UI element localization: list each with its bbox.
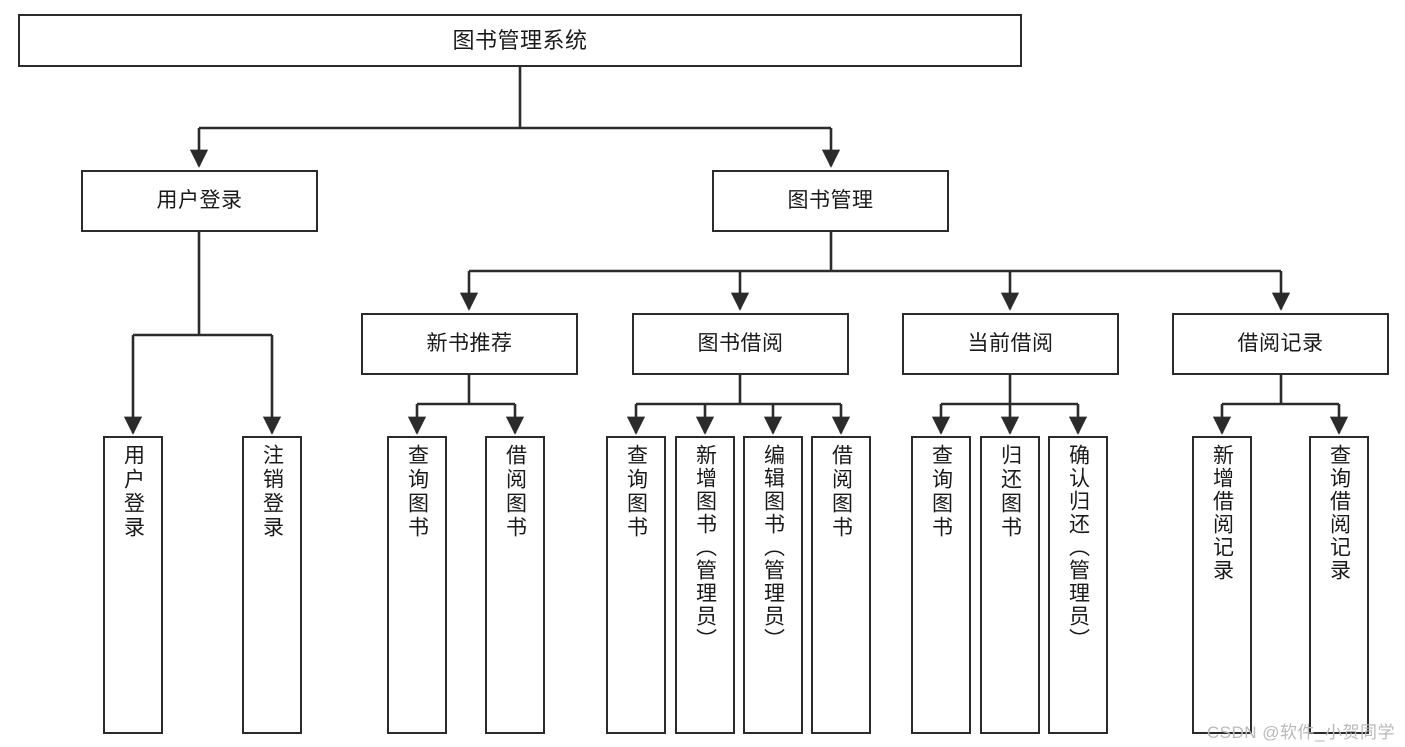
node-leaf-add-borrow-record[interactable]: 新增借阅记录 [1192, 436, 1252, 734]
node-label: 图书借阅 [697, 331, 784, 355]
node-leaf-logout[interactable]: 注销登录 [242, 436, 302, 734]
node-label: 用户登录 [121, 444, 145, 540]
node-label: 图书管理 [787, 188, 874, 212]
node-book-management-system[interactable]: 图书管理系统 [18, 14, 1022, 67]
node-label: 查询图书 [929, 444, 953, 540]
node-label: 归还图书 [998, 444, 1022, 540]
node-leaf-borrow-books[interactable]: 借阅图书 [811, 436, 871, 734]
node-leaf-query-books-current[interactable]: 查询图书 [911, 436, 971, 734]
node-user-login[interactable]: 用户登录 [81, 170, 318, 232]
node-current-borrowing[interactable]: 当前借阅 [902, 313, 1119, 375]
node-label: 用户登录 [156, 188, 243, 212]
watermark-credit: CSDN @软件_小贺同学 [1206, 723, 1395, 742]
node-label: 查询图书 [624, 444, 648, 540]
node-label: 借阅记录 [1237, 331, 1324, 355]
node-new-book-recommendation[interactable]: 新书推荐 [361, 313, 578, 375]
node-label: 新书推荐 [426, 331, 513, 355]
node-book-borrowing[interactable]: 图书借阅 [632, 313, 849, 375]
node-leaf-confirm-return-admin[interactable]: 确认归还（管理员） [1048, 436, 1108, 734]
node-label: 借阅图书 [829, 444, 853, 540]
node-leaf-query-books-recommend[interactable]: 查询图书 [387, 436, 447, 734]
node-leaf-edit-book-admin[interactable]: 编辑图书（管理员） [743, 436, 803, 734]
node-label: 借阅图书 [503, 444, 527, 540]
node-label: 新增借阅记录 [1210, 444, 1234, 582]
node-borrowing-records[interactable]: 借阅记录 [1172, 313, 1389, 375]
node-label: 查询图书 [405, 444, 429, 540]
node-label: 确认归还（管理员） [1066, 444, 1090, 651]
node-book-management[interactable]: 图书管理 [712, 170, 949, 232]
node-label: 图书管理系统 [452, 27, 588, 53]
node-label: 注销登录 [260, 444, 284, 540]
node-leaf-query-borrow-record[interactable]: 查询借阅记录 [1309, 436, 1369, 734]
node-label: 当前借阅 [967, 331, 1054, 355]
node-label: 查询借阅记录 [1327, 444, 1351, 582]
node-label: 新增图书（管理员） [693, 444, 717, 651]
node-leaf-user-login[interactable]: 用户登录 [103, 436, 163, 734]
node-label: 编辑图书（管理员） [761, 444, 785, 651]
node-leaf-return-books[interactable]: 归还图书 [980, 436, 1040, 734]
node-leaf-query-books-borrow[interactable]: 查询图书 [606, 436, 666, 734]
node-leaf-borrow-books-recommend[interactable]: 借阅图书 [485, 436, 545, 734]
node-leaf-add-book-admin[interactable]: 新增图书（管理员） [675, 436, 735, 734]
